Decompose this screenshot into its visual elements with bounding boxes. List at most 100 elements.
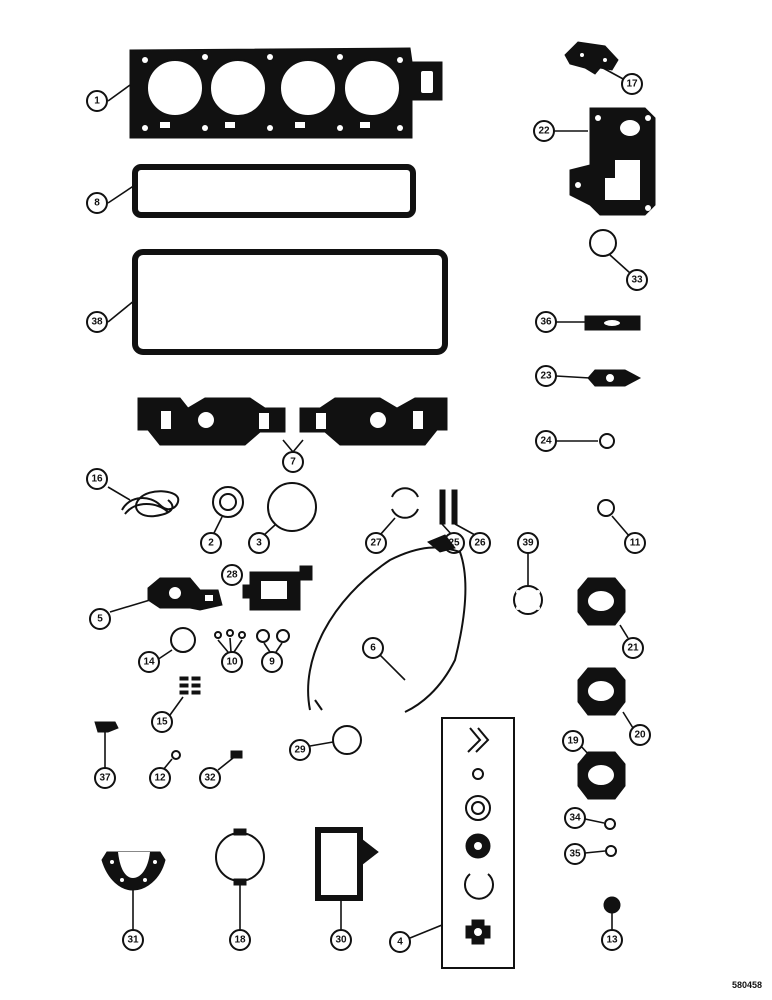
part-17-gasket xyxy=(564,41,619,75)
callout-4: 4 xyxy=(389,931,411,953)
svg-text:32: 32 xyxy=(204,773,216,784)
part-39-flange-gasket xyxy=(513,585,543,615)
part-38-oil-pan-gasket xyxy=(132,249,448,355)
part-26-strip xyxy=(451,489,458,525)
callout-30: 30 xyxy=(330,929,352,951)
svg-text:24: 24 xyxy=(540,436,552,447)
part-9-rings xyxy=(256,629,290,643)
part-1-head-gasket xyxy=(129,47,443,139)
part-10-small-rings xyxy=(214,629,246,639)
svg-text:28: 28 xyxy=(226,570,238,581)
callout-17: 17 xyxy=(621,73,643,95)
part-6-timing-cover-gasket xyxy=(307,534,467,713)
callout-37: 37 xyxy=(94,767,116,789)
callout-19: 19 xyxy=(562,730,584,752)
callout-27: 27 xyxy=(365,532,387,554)
svg-text:17: 17 xyxy=(626,79,638,90)
callout-13: 13 xyxy=(601,929,623,951)
part-24-ring xyxy=(599,433,615,449)
svg-text:16: 16 xyxy=(91,474,103,485)
callout-16: 16 xyxy=(86,468,108,490)
part-22-gasket xyxy=(569,107,656,216)
part-14-seal xyxy=(170,627,196,653)
callout-24: 24 xyxy=(535,430,557,452)
svg-text:12: 12 xyxy=(154,773,166,784)
svg-text:3: 3 xyxy=(256,538,262,549)
part-4-kit-panel xyxy=(441,717,515,969)
callout-39: 39 xyxy=(517,532,539,554)
part-32-block xyxy=(230,750,243,759)
svg-text:2: 2 xyxy=(208,538,214,549)
svg-text:36: 36 xyxy=(540,317,552,328)
callout-12: 12 xyxy=(149,767,171,789)
callout-26: 26 xyxy=(469,532,491,554)
svg-text:25: 25 xyxy=(448,538,460,549)
svg-text:18: 18 xyxy=(234,935,246,946)
part-25-strip xyxy=(439,489,446,525)
svg-text:15: 15 xyxy=(156,717,168,728)
part-37-part xyxy=(94,721,119,768)
part-33-seal xyxy=(589,229,617,257)
callout-23: 23 xyxy=(535,365,557,387)
part-11-ring xyxy=(597,499,615,517)
svg-text:30: 30 xyxy=(335,935,347,946)
part-15-shims xyxy=(179,676,201,695)
svg-text:35: 35 xyxy=(569,849,581,860)
document-number: 580458 xyxy=(731,980,762,990)
svg-text:5: 5 xyxy=(97,614,103,625)
callout-20: 20 xyxy=(629,724,651,746)
part-34-ring xyxy=(604,818,616,830)
svg-text:29: 29 xyxy=(294,745,306,756)
callout-15: 15 xyxy=(151,711,173,733)
part-7-manifold-gaskets xyxy=(137,397,448,446)
callout-6: 6 xyxy=(362,637,384,659)
part-35-ring xyxy=(605,845,617,857)
callout-7: 7 xyxy=(282,451,304,473)
callout-9: 9 xyxy=(261,651,283,673)
svg-text:14: 14 xyxy=(143,657,155,668)
svg-text:1: 1 xyxy=(94,96,100,107)
part-19-gasket xyxy=(577,751,626,800)
callout-3: 3 xyxy=(248,532,270,554)
callout-28: 28 xyxy=(221,564,243,586)
callout-14: 14 xyxy=(138,651,160,673)
svg-text:19: 19 xyxy=(567,736,579,747)
svg-text:34: 34 xyxy=(569,813,581,824)
callout-33: 33 xyxy=(626,269,648,291)
part-16-rope-seal xyxy=(121,490,180,518)
part-8-gasket xyxy=(132,164,416,218)
callout-5: 5 xyxy=(89,608,111,630)
part-20-gasket xyxy=(577,667,626,716)
callout-35: 35 xyxy=(564,843,586,865)
callout-2: 2 xyxy=(200,532,222,554)
part-36-gasket xyxy=(584,315,641,331)
part-18-gasket xyxy=(215,828,265,886)
part-13-plug xyxy=(603,896,621,914)
part-29-seal xyxy=(332,725,362,755)
part-28-gasket xyxy=(242,565,313,611)
svg-text:26: 26 xyxy=(474,538,486,549)
callout-11: 11 xyxy=(624,532,646,554)
part-30-gasket xyxy=(315,827,379,901)
callout-18: 18 xyxy=(229,929,251,951)
part-5-gasket xyxy=(147,577,223,611)
svg-text:22: 22 xyxy=(538,126,550,137)
svg-text:33: 33 xyxy=(631,275,643,286)
svg-text:23: 23 xyxy=(540,371,552,382)
callout-21: 21 xyxy=(622,637,644,659)
svg-text:37: 37 xyxy=(99,773,111,784)
svg-text:31: 31 xyxy=(127,935,139,946)
part-2-seal xyxy=(212,486,244,518)
part-23-gasket xyxy=(587,369,642,387)
svg-text:11: 11 xyxy=(630,538,641,549)
callout-22: 22 xyxy=(533,120,555,142)
part-31-rear-seal xyxy=(101,851,166,891)
callout-36: 36 xyxy=(535,311,557,333)
svg-text:21: 21 xyxy=(627,643,639,654)
svg-text:10: 10 xyxy=(226,657,238,668)
callout-29: 29 xyxy=(289,739,311,761)
svg-text:8: 8 xyxy=(94,198,100,209)
part-27-split-ring xyxy=(391,487,419,519)
svg-text:39: 39 xyxy=(522,538,534,549)
